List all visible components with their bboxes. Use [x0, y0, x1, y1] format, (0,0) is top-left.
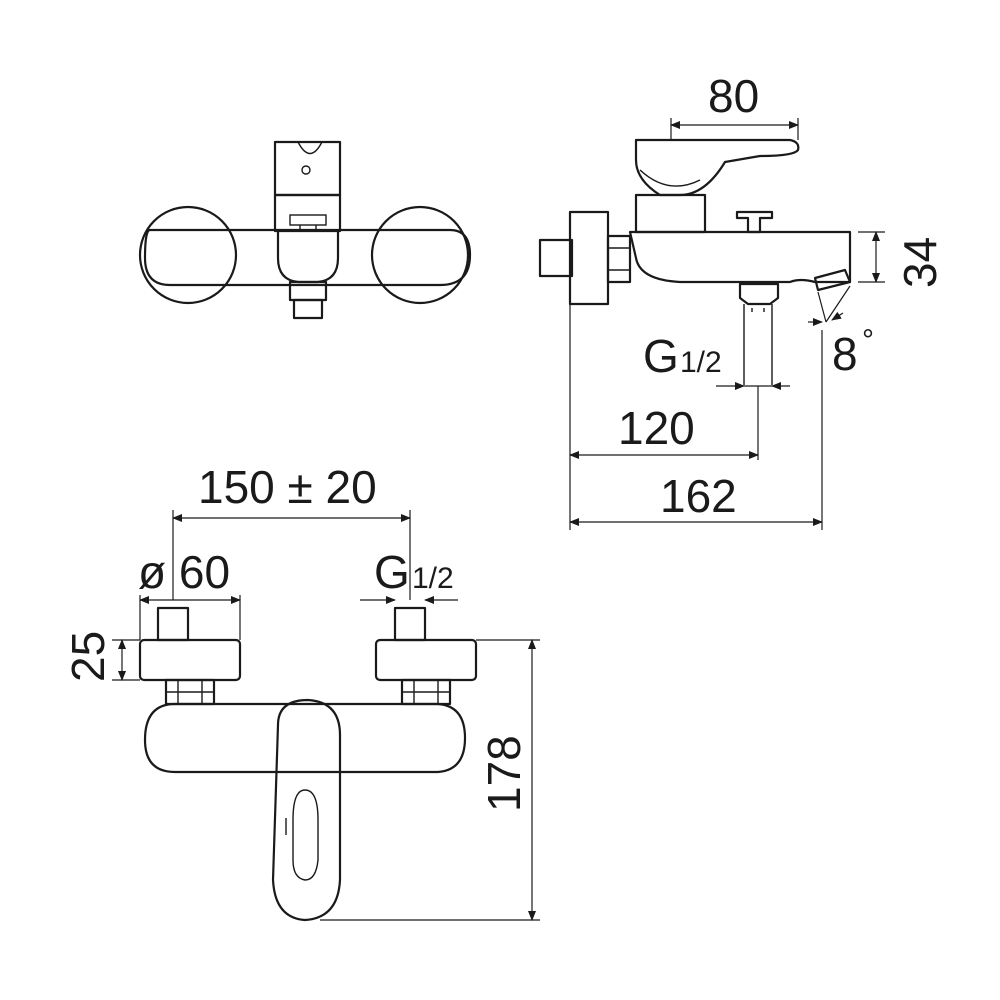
dim-escutcheon-diameter: ø 60: [138, 546, 230, 598]
outlet-pipe-thread: [751, 308, 765, 312]
mixer-body-front: [143, 702, 467, 774]
mixer-body-side: [628, 230, 852, 284]
dim-outlet-distance: 120: [618, 402, 695, 454]
dim-lever-length: 80: [708, 70, 759, 122]
spout-lip: [813, 268, 852, 292]
lever: [634, 138, 800, 197]
dim-outlet-thread-prefix: G: [643, 330, 679, 382]
right-nut: [400, 678, 452, 706]
inlet-connector: [538, 238, 574, 278]
dim-center-distance: 150 ± 20: [198, 461, 377, 513]
cartridge-housing: [634, 193, 707, 234]
spout-base: [276, 230, 340, 284]
dim-inlet-thread-fraction: 1/2: [412, 562, 454, 595]
dim-angle: 8: [832, 328, 858, 380]
handle-indicator: [297, 141, 323, 155]
lever-joint: [639, 169, 701, 187]
top-view: [138, 140, 472, 320]
dim-body-height: 34: [894, 237, 946, 288]
diverter-knob: [289, 214, 327, 226]
left-escutcheon-front: [138, 638, 242, 682]
outlet-pipe: [743, 304, 773, 385]
front-view: 150 ± 20 ø 60 G 1/2 25 178: [62, 461, 540, 922]
dim-escutcheon-height: 25: [62, 631, 114, 682]
side-view: 80 34 8 ° G 1/2 120 162: [538, 70, 946, 530]
mixer-body: [143, 228, 472, 287]
right-escutcheon-front: [374, 638, 478, 682]
handle-top: [273, 140, 342, 197]
spout-aerator: [292, 298, 324, 320]
lever-front: [271, 698, 342, 922]
dim-angle-unit: °: [862, 324, 874, 357]
right-inlet-pipe: [393, 606, 427, 642]
dim-inlet-thread-prefix: G: [374, 546, 410, 598]
lever-slot: [292, 789, 319, 881]
handle-dot: [301, 165, 311, 175]
bath-outlet: [738, 282, 780, 306]
wall-plate: [568, 210, 610, 306]
left-escutcheon: [138, 205, 238, 305]
nut-lines: [608, 247, 630, 271]
dim-outlet-thread-fraction: 1/2: [680, 346, 722, 379]
diverter-knob-side: [735, 210, 774, 234]
dim-overall-height: 178: [478, 735, 530, 812]
left-inlet-pipe: [156, 606, 190, 642]
dim-overall-depth: 162: [660, 470, 737, 522]
cartridge: [273, 193, 342, 233]
right-escutcheon: [370, 205, 470, 305]
nut: [606, 234, 632, 284]
diverter-stem: [299, 225, 317, 232]
